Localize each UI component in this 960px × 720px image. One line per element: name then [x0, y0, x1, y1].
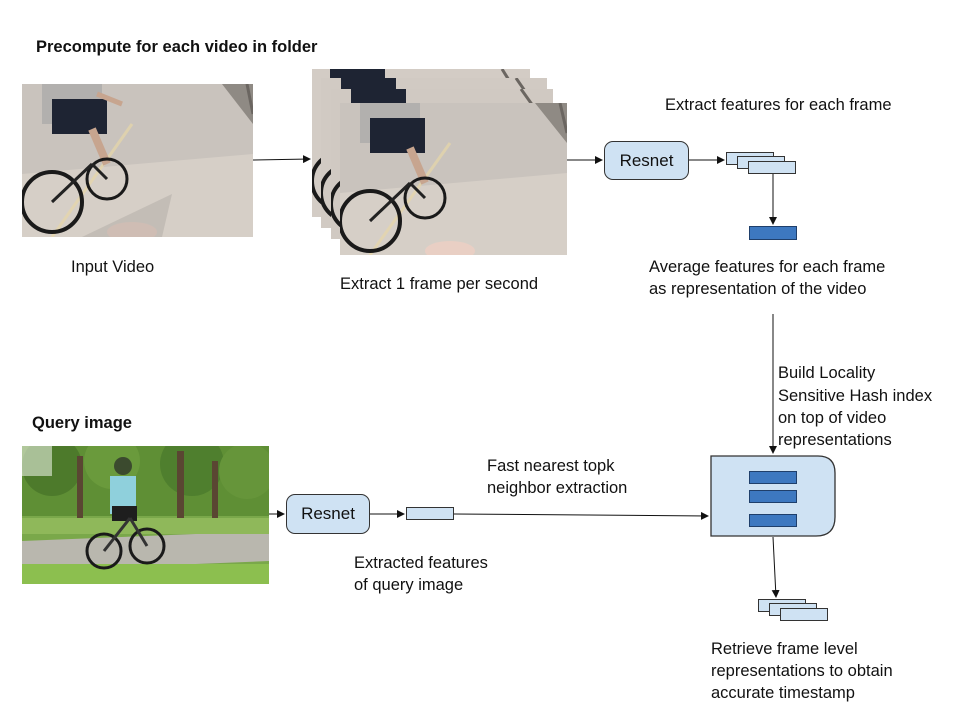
average-feature-vector	[749, 226, 797, 240]
average-label-line-1: Average features for each frame	[649, 258, 886, 276]
frame-feature-3	[748, 161, 796, 174]
build-lsh-line-4: representations	[778, 431, 892, 449]
retrieve-line-3: accurate timestamp	[711, 684, 855, 702]
input-video-label: Input Video	[71, 258, 155, 276]
resnet-box-bottom: Resnet	[286, 494, 370, 534]
query-feature-vector	[406, 507, 454, 520]
query-image-heading: Query image	[32, 414, 132, 432]
query-image-thumbnail	[22, 446, 269, 584]
arrow-index-to-frames	[771, 536, 780, 598]
extract-features-label: Extract features for each frame	[665, 96, 892, 114]
average-label-line-2: as representation of the video	[649, 280, 867, 298]
extracted-features-line-1: Extracted features	[354, 554, 488, 572]
nearest-neighbor-line-1: Fast nearest topk	[487, 457, 615, 475]
retrieve-line-2: representations to obtain	[711, 662, 893, 680]
build-lsh-line-3: on top of video	[778, 409, 887, 427]
nearest-neighbor-line-2: neighbor extraction	[487, 479, 628, 497]
frame-4	[340, 103, 567, 255]
extracted-features-line-2: of query image	[354, 576, 464, 594]
retrieve-line-1: Retrieve frame level	[711, 640, 858, 658]
index-entry-1	[749, 471, 797, 484]
index-entry-2	[749, 490, 797, 503]
arrow-video-to-frames	[252, 155, 311, 164]
retrieved-frame-3	[780, 608, 828, 621]
frames-label: Extract 1 frame per second	[340, 275, 539, 293]
build-lsh-line-1: Build Locality	[778, 364, 876, 382]
input-video-thumbnail	[22, 84, 253, 237]
resnet-box-top: Resnet	[604, 141, 689, 180]
precompute-heading: Precompute for each video in folder	[36, 38, 318, 56]
lsh-index-store	[710, 455, 836, 537]
build-lsh-line-2: Sensitive Hash index	[778, 387, 933, 405]
index-entry-3	[749, 514, 797, 527]
arrow-query-feature-to-index	[453, 511, 709, 520]
